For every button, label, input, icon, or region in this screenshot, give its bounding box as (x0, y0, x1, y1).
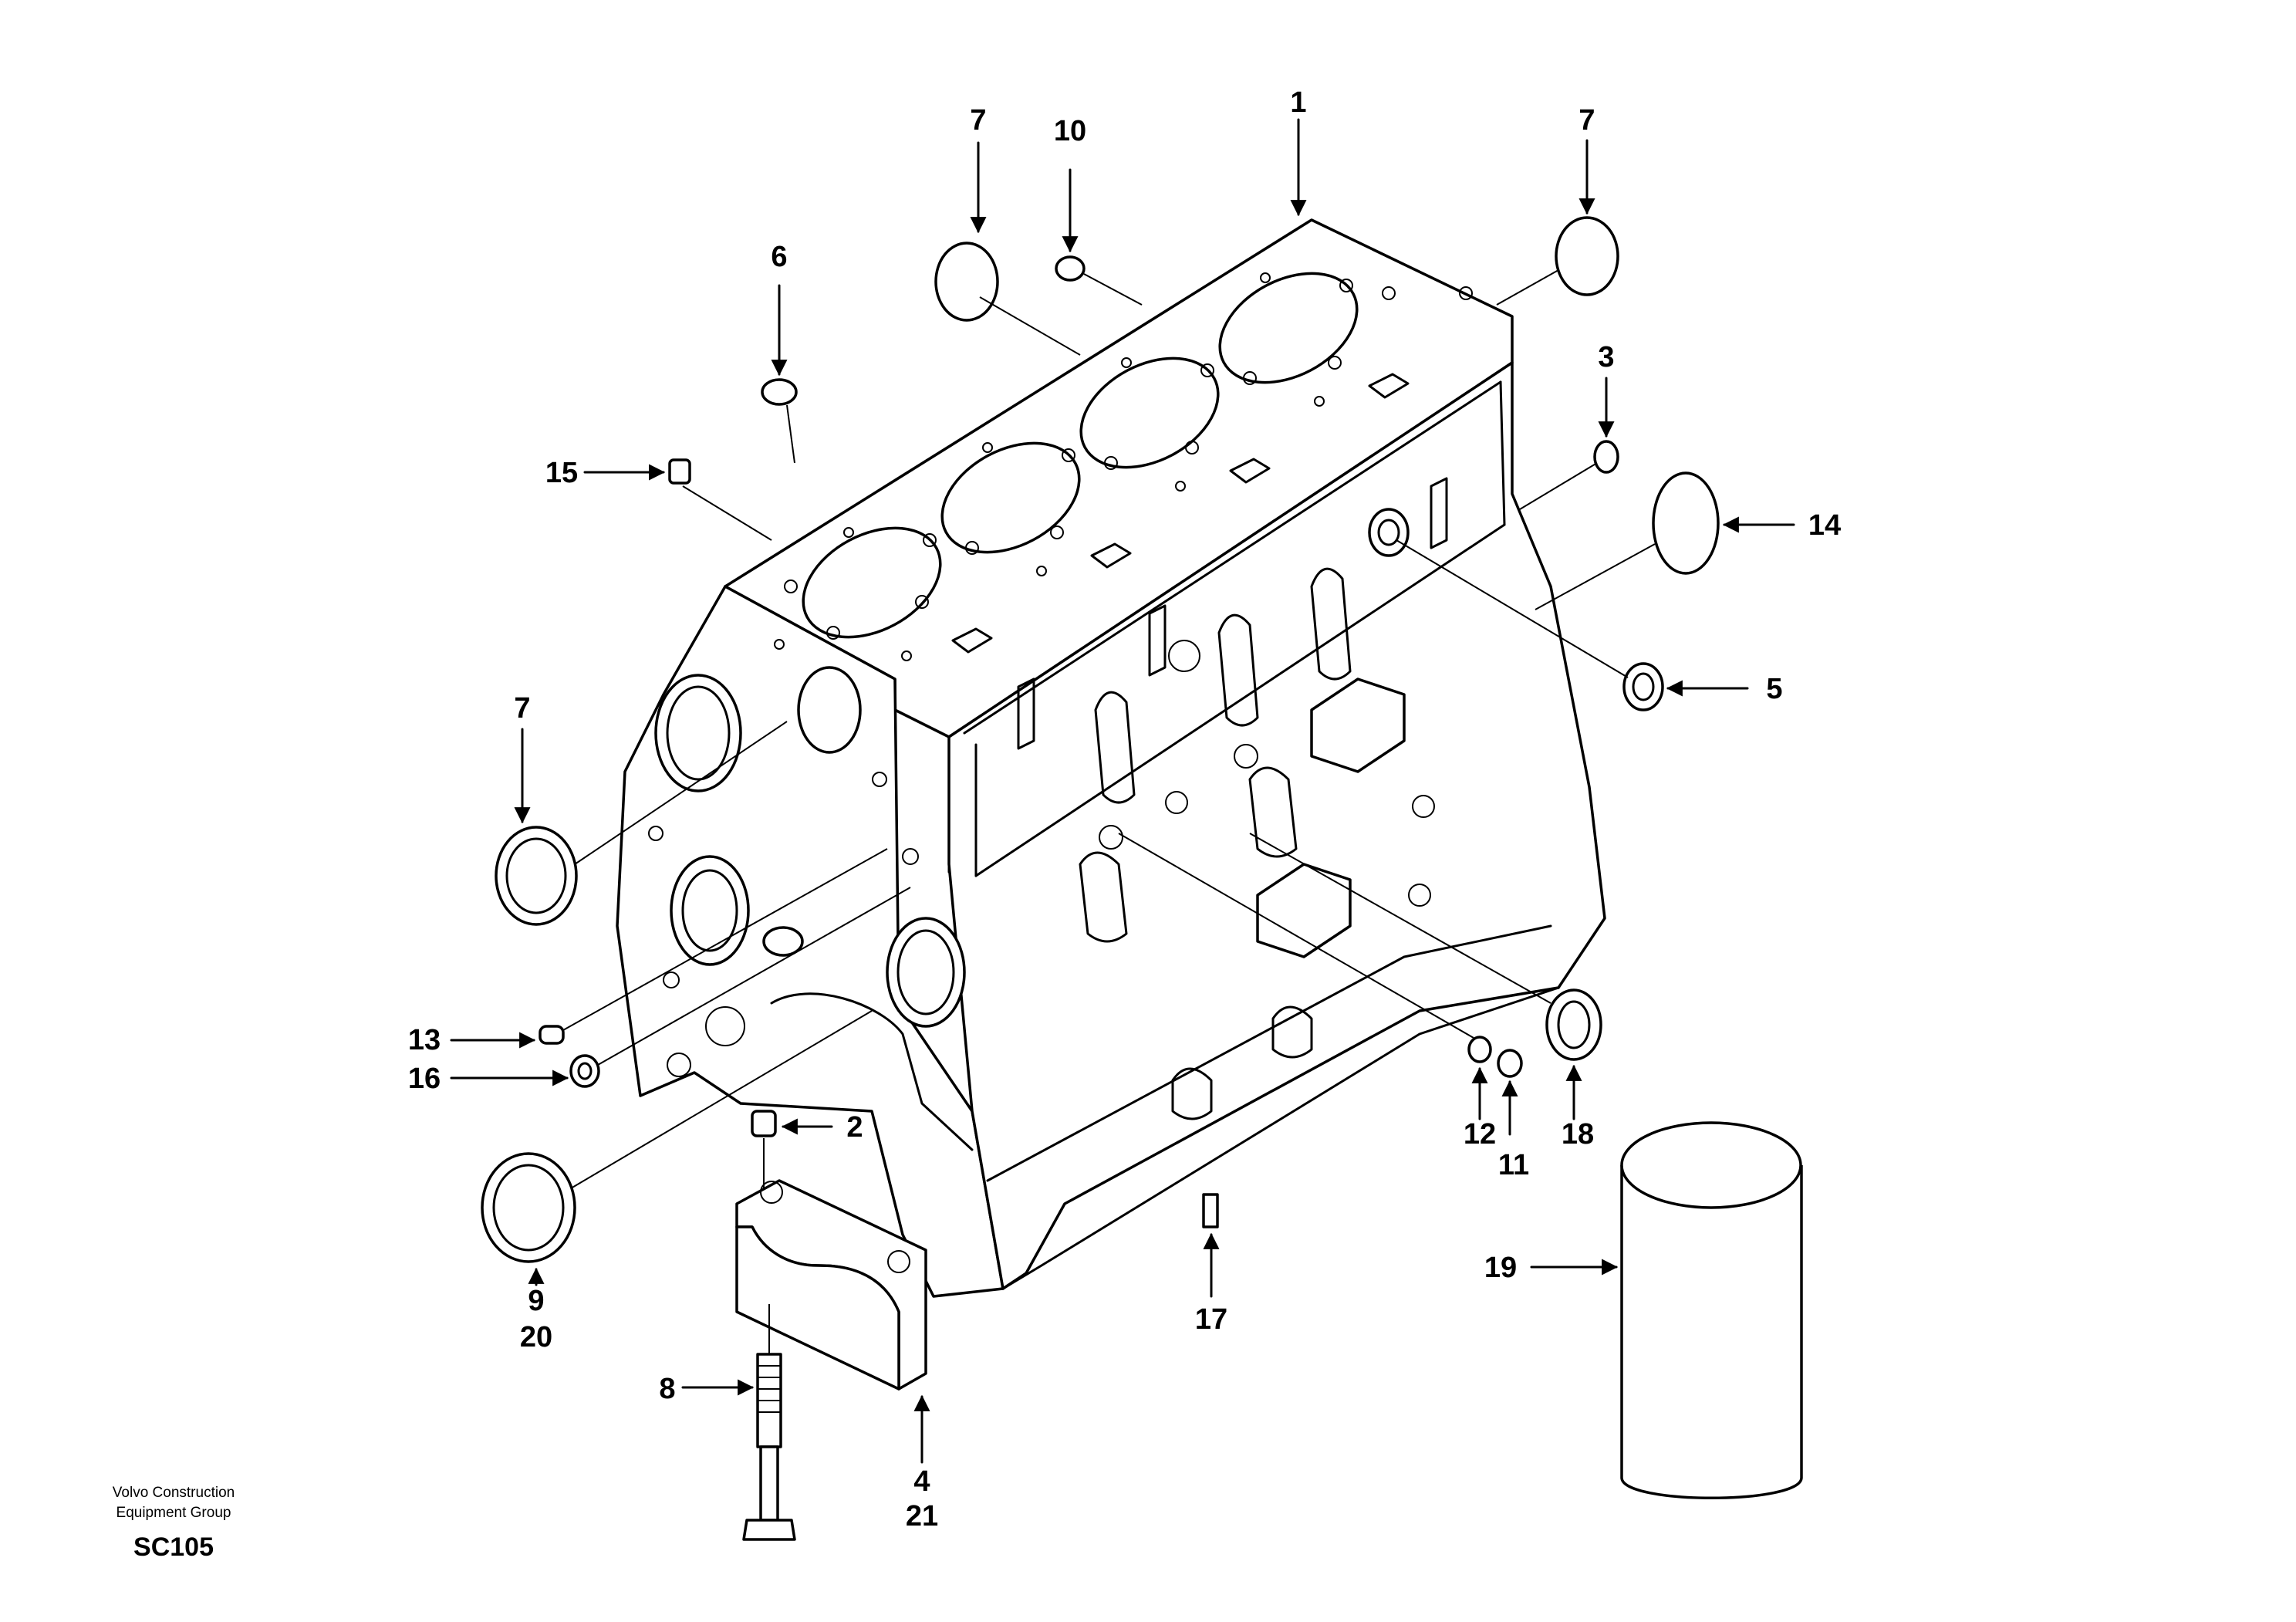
part-oring-12 (1467, 1036, 1492, 1063)
part-cover-14 (1652, 471, 1720, 575)
part-plug-3 (1593, 440, 1619, 474)
callout-12: 12 (1464, 1118, 1496, 1151)
callout-18: 18 (1562, 1118, 1594, 1151)
callout-2: 2 (846, 1111, 863, 1144)
footer-company-line1: Volvo Construction (113, 1485, 235, 1501)
part-seal-16 (569, 1054, 600, 1088)
callout-21: 21 (906, 1500, 938, 1532)
callout-7-top-left: 7 (970, 104, 986, 137)
footer-drawing-code: SC105 (133, 1532, 214, 1562)
part-welsh-plug-top-right (1555, 216, 1619, 296)
part-bushing-9-20 (481, 1152, 576, 1263)
callout-10: 10 (1054, 115, 1086, 147)
callout-19: 19 (1484, 1252, 1517, 1284)
callout-labels: 1 2 3 4 21 5 6 7 7 7 8 9 20 10 11 12 13 … (408, 86, 1841, 1532)
callout-8: 8 (659, 1373, 675, 1405)
callout-16: 16 (408, 1063, 441, 1095)
part-bolt-8 (742, 1353, 796, 1541)
callout-11: 11 (1498, 1149, 1529, 1181)
callout-3: 3 (1598, 341, 1614, 373)
part-welsh-plug-top-left (934, 242, 999, 322)
part-bolt-17 (1202, 1193, 1219, 1228)
callout-13: 13 (408, 1024, 441, 1056)
cylinder-block (616, 218, 1606, 1298)
part-expansion-plug-10 (1055, 255, 1086, 282)
part-cylinder-liner-19 (1620, 1121, 1803, 1499)
part-bushing-18 (1545, 988, 1602, 1061)
part-pin-13 (539, 1025, 565, 1045)
callout-20: 20 (520, 1321, 552, 1353)
callout-14: 14 (1808, 509, 1841, 542)
callout-7-top-right: 7 (1578, 104, 1595, 137)
main-bearing-cap (735, 1179, 927, 1391)
callout-4: 4 (913, 1465, 930, 1498)
footer-company-line2: Equipment Group (116, 1505, 231, 1521)
leader-lines (450, 118, 1795, 1464)
callout-15: 15 (545, 457, 578, 489)
callout-5: 5 (1766, 673, 1782, 705)
callout-1: 1 (1290, 86, 1306, 119)
footer-block: Volvo Construction Equipment Group SC105 (113, 1485, 235, 1562)
part-plug-6 (761, 378, 798, 406)
callout-6: 6 (771, 241, 787, 273)
callout-9: 9 (528, 1285, 544, 1317)
part-plug-11 (1497, 1049, 1523, 1078)
callout-17: 17 (1195, 1303, 1227, 1336)
part-seal-5 (1622, 662, 1664, 711)
part-dowel-2 (751, 1110, 777, 1137)
part-bushing-7-left (495, 826, 578, 926)
callout-7-left: 7 (514, 692, 530, 725)
part-plug-15 (668, 458, 691, 485)
